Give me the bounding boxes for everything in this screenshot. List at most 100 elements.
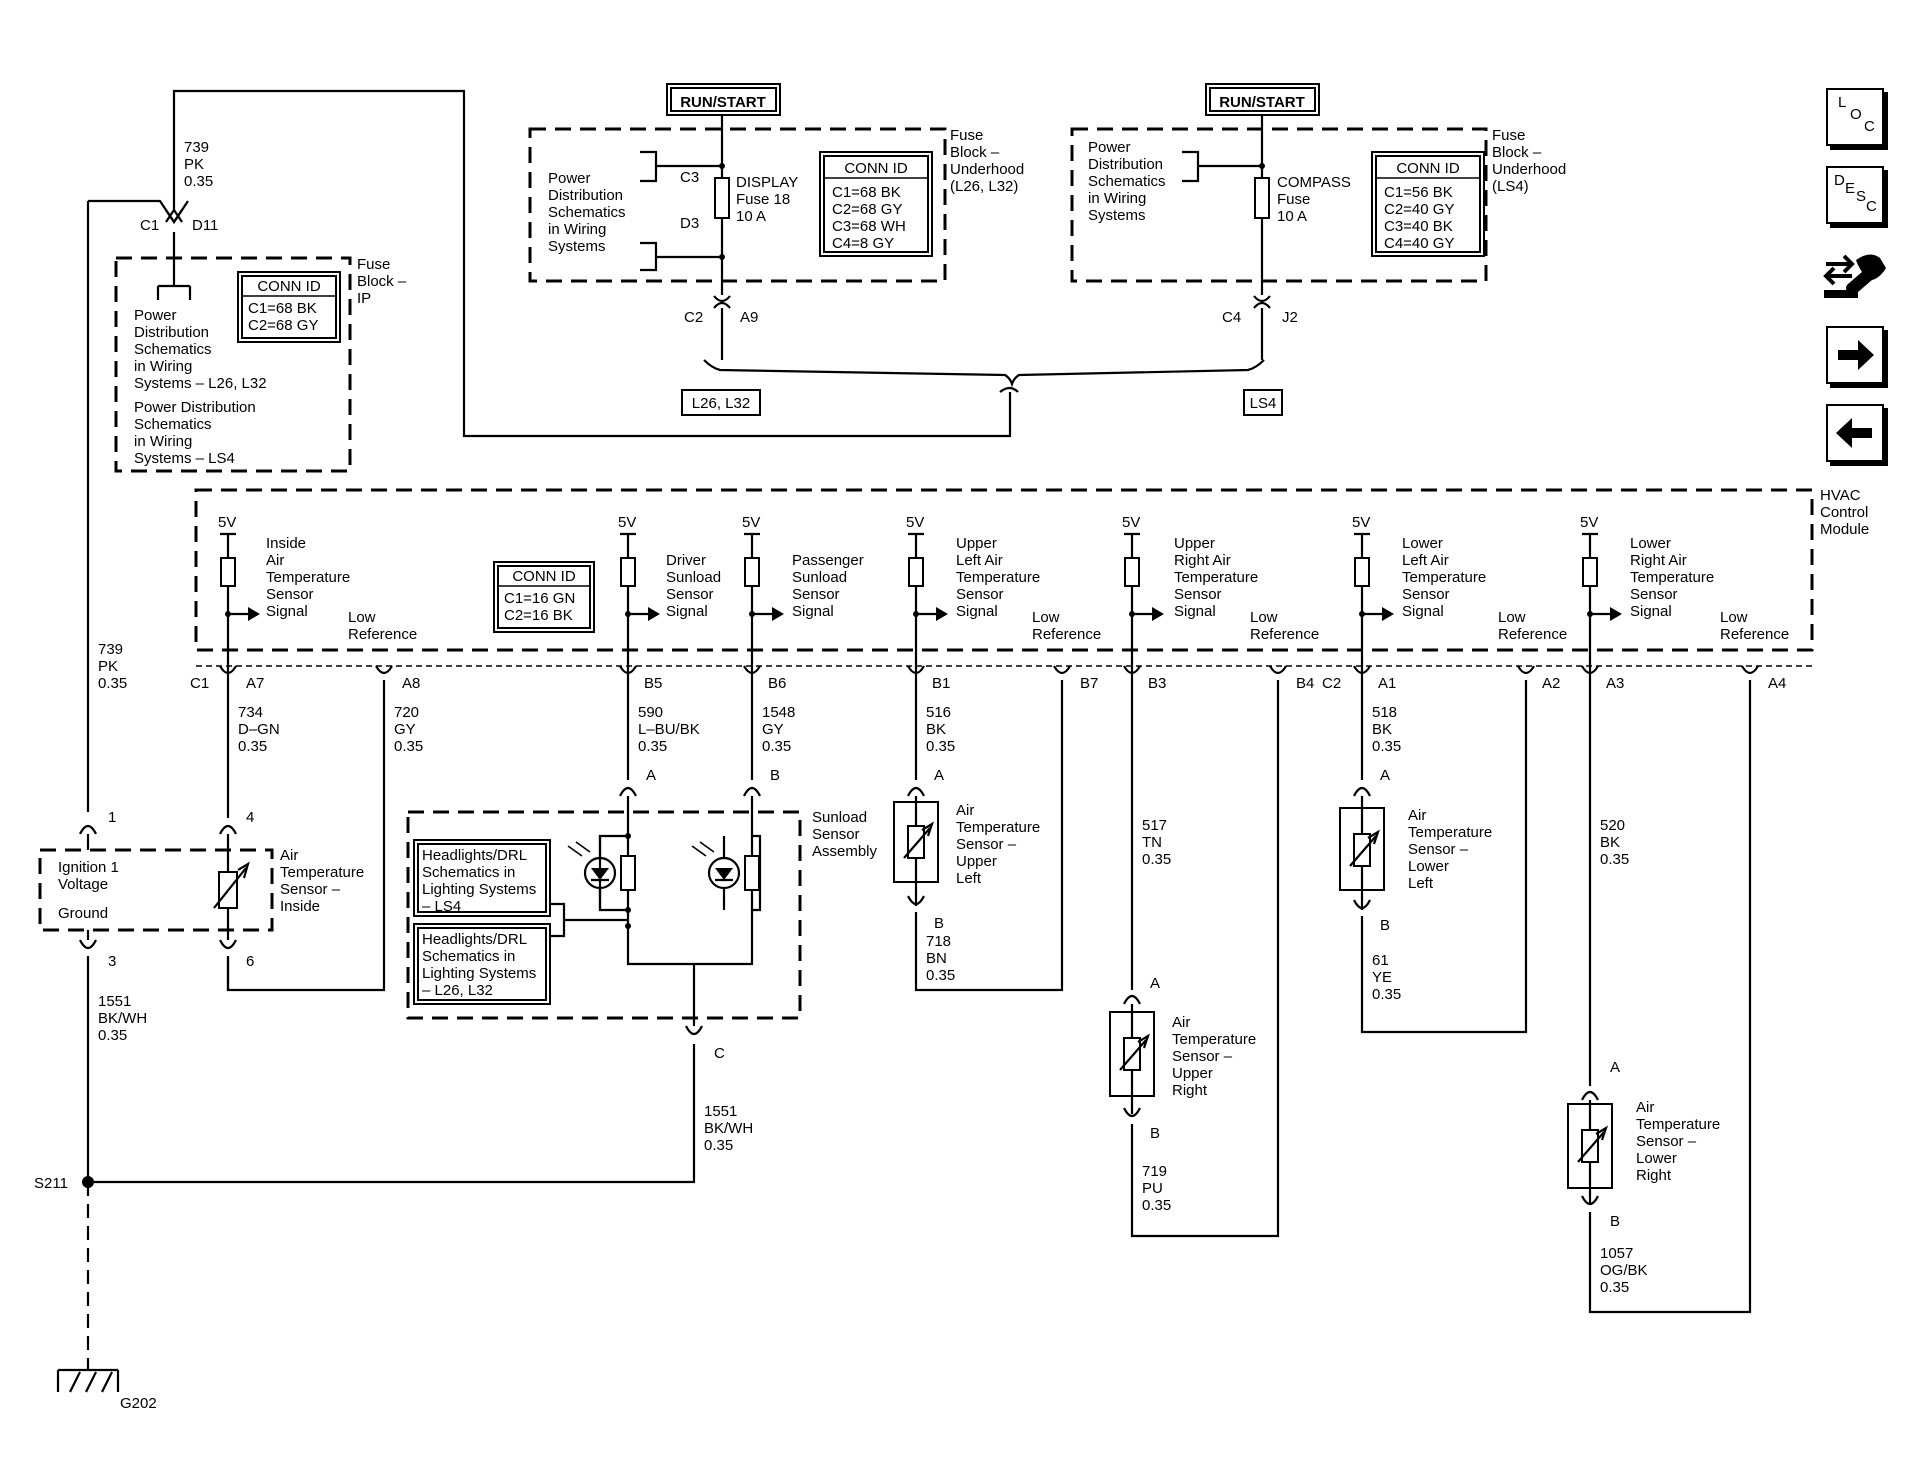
pin-c4: C4 (1222, 309, 1241, 326)
svg-text:Power Distribution: Power Distribution (134, 399, 256, 416)
svg-text:BK/WH: BK/WH (704, 1120, 753, 1137)
wire-739-top-label: 739 PK 0.35 (184, 139, 213, 190)
svg-text:Ignition 1: Ignition 1 (58, 859, 119, 876)
display-fuse-label: DISPLAY Fuse 18 10 A (736, 174, 798, 225)
ground-label: Ground (58, 905, 108, 922)
svg-text:Schematics: Schematics (548, 204, 626, 221)
svg-text:Upper: Upper (956, 535, 997, 552)
conn-id-ip: CONN ID C1=68 BK C2=68 GY (237, 271, 341, 343)
svg-text:Sunload: Sunload (792, 569, 847, 586)
svg-text:CONN ID: CONN ID (1396, 160, 1460, 177)
svg-text:Fuse: Fuse (1492, 127, 1525, 144)
wire-1057-label: 1057 OG/BK 0.35 (1600, 1245, 1648, 1296)
svg-text:Sensor: Sensor (1402, 586, 1450, 603)
svg-text:Air: Air (266, 552, 284, 569)
svg-text:C2=68 GY: C2=68 GY (832, 201, 902, 218)
ground-g202 (56, 1368, 120, 1393)
option-ls4 (1243, 389, 1283, 416)
conn-id-hvac: CONN ID C1=16 GN C2=16 BK (493, 561, 595, 633)
pin-c2-top: C2 (684, 309, 703, 326)
pin-a-ur: A (1150, 975, 1160, 992)
svg-text:Upper: Upper (1172, 1065, 1213, 1082)
next-page-button[interactable] (1826, 326, 1884, 384)
svg-text:Air: Air (1408, 807, 1426, 824)
svg-text:C4=8 GY: C4=8 GY (832, 235, 894, 252)
svg-text:719: 719 (1142, 1163, 1167, 1180)
svg-text:CONN ID: CONN ID (844, 160, 908, 177)
ats-lr-label: Air Temperature Sensor – Lower Right (1636, 1099, 1720, 1184)
hvac-signal-lower-left: 5V Lower Left Air Temperature Sensor Sig… (1352, 514, 1567, 680)
compass-fuse-label: COMPASS Fuse 10 A (1277, 174, 1351, 225)
svg-text:Fuse 18: Fuse 18 (736, 191, 790, 208)
wrench-arrows-icon (1823, 254, 1886, 298)
svg-text:0.35: 0.35 (1600, 851, 1629, 868)
svg-text:Signal: Signal (1630, 603, 1672, 620)
svg-text:0.35: 0.35 (184, 173, 213, 190)
svg-text:Fuse: Fuse (950, 127, 983, 144)
svg-text:B4: B4 (1296, 675, 1314, 692)
loc-C: C (1864, 118, 1875, 135)
wire-590-label: 590 L–BU/BK 0.35 (638, 704, 700, 755)
svg-text:Low: Low (348, 609, 376, 626)
svg-text:0.35: 0.35 (704, 1137, 733, 1154)
svg-text:5V: 5V (218, 514, 236, 531)
hvac-signal-passenger: 5V Passenger Sunload Sensor Signal (742, 514, 864, 680)
svg-text:739: 739 (98, 641, 123, 658)
svg-text:5V: 5V (1122, 514, 1140, 531)
pin-b-ur: B (1150, 1125, 1160, 1142)
svg-text:Block –: Block – (357, 273, 407, 290)
svg-text:Control: Control (1820, 504, 1868, 521)
svg-text:Passenger: Passenger (792, 552, 864, 569)
svg-text:(L26, L32): (L26, L32) (950, 178, 1018, 195)
wire-718-label: 718 BN 0.35 (926, 933, 955, 984)
svg-text:COMPASS: COMPASS (1277, 174, 1351, 191)
svg-text:HVAC: HVAC (1820, 487, 1861, 504)
hvac-signal-inside: 5V Inside Air Temperature Sensor Signal … (218, 514, 417, 680)
svg-text:Sensor: Sensor (956, 586, 1004, 603)
svg-text:0.35: 0.35 (926, 967, 955, 984)
fuse-block-ip (114, 256, 352, 473)
ats-inside-label: Air Temperature Sensor – Inside (280, 847, 364, 915)
svg-text:Sensor: Sensor (792, 586, 840, 603)
wire-1551-left-label: 1551 BK/WH 0.35 (98, 993, 147, 1044)
svg-text:TN: TN (1142, 834, 1162, 851)
previous-page-button[interactable] (1826, 404, 1884, 462)
pin-c1-ip: C1 (140, 217, 159, 234)
svg-text:DISPLAY: DISPLAY (736, 174, 798, 191)
svg-text:Power: Power (134, 307, 177, 324)
pin-c-sunload: C (714, 1045, 725, 1062)
svg-text:Signal: Signal (1174, 603, 1216, 620)
svg-text:5V: 5V (906, 514, 924, 531)
svg-text:Distribution: Distribution (548, 187, 623, 204)
pds-left-label: Power Distribution Schematics in Wiring … (548, 170, 626, 255)
svg-text:Systems: Systems (1088, 207, 1146, 224)
repair-tool-button[interactable] (1822, 246, 1892, 306)
svg-text:Block –: Block – (950, 144, 1000, 161)
svg-text:Upper: Upper (956, 853, 997, 870)
ignition-voltage-label: Ignition 1 Voltage (58, 859, 119, 893)
desc-button[interactable]: D E S C (1826, 166, 1884, 224)
svg-text:Module: Module (1820, 521, 1869, 538)
svg-text:B6: B6 (768, 675, 786, 692)
svg-text:Reference: Reference (1720, 626, 1789, 643)
desc-S: S (1856, 188, 1867, 205)
svg-text:Sensor –: Sensor – (1408, 841, 1469, 858)
svg-text:YE: YE (1372, 969, 1392, 986)
runstart-right-box: RUN/START (1205, 83, 1320, 116)
option-l26-l32-label: L26, L32 (692, 395, 750, 412)
svg-text:518: 518 (1372, 704, 1397, 721)
fuse-block-underhood-right (1070, 127, 1488, 283)
svg-text:0.35: 0.35 (98, 675, 127, 692)
wire-516-label: 516 BK 0.35 (926, 704, 955, 755)
svg-text:0.35: 0.35 (1372, 986, 1401, 1003)
svg-text:Headlights/DRL: Headlights/DRL (422, 931, 527, 948)
loc-button[interactable]: L O C (1826, 88, 1884, 146)
svg-text:Lower: Lower (1408, 858, 1449, 875)
svg-text:Lighting Systems: Lighting Systems (422, 965, 536, 982)
svg-text:Assembly: Assembly (812, 843, 878, 860)
option-ls4-label: LS4 (1250, 395, 1277, 412)
pin-a-ul: A (934, 767, 944, 784)
wire-520-label: 520 BK 0.35 (1600, 817, 1629, 868)
svg-text:in Wiring: in Wiring (134, 433, 192, 450)
svg-text:Inside: Inside (266, 535, 306, 552)
